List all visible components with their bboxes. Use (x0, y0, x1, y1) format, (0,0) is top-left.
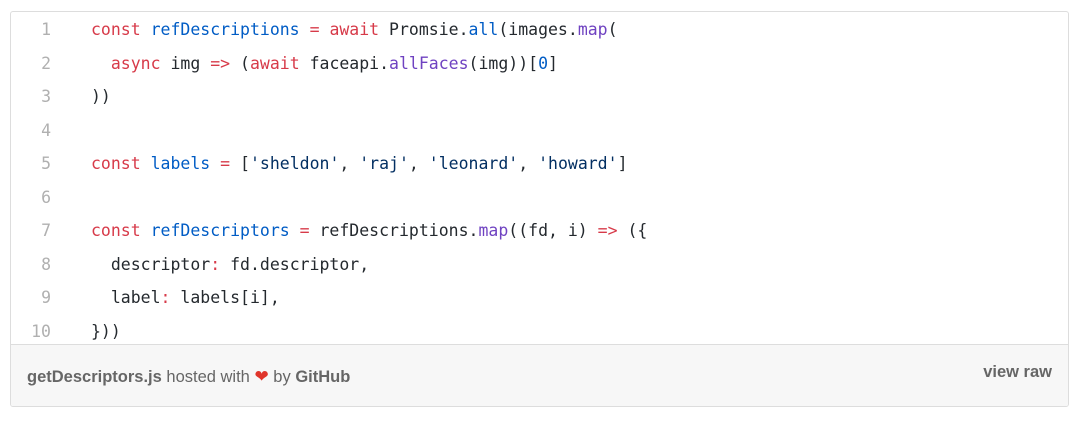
line-number: 9 (41, 288, 51, 308)
code-text: const refDescriptions = await Promsie.al… (91, 20, 618, 40)
gist-embed: 1 const refDescriptions = await Promsie.a… (10, 11, 1069, 407)
line-number: 5 (41, 154, 51, 174)
code-line: 9 label: labels[i], (11, 281, 1068, 315)
line-number: 10 (31, 321, 51, 341)
line-number: 7 (41, 221, 51, 241)
heart-icon: ❤ (254, 367, 269, 386)
code-text: const labels = ['sheldon', 'raj', 'leona… (91, 154, 628, 174)
code-text: async img => (await faceapi.allFaces(img… (110, 53, 558, 73)
code-text: const refDescriptors = refDescriptions.m… (91, 221, 648, 241)
code-line: 5 const labels = ['sheldon', 'raj', 'leon… (11, 147, 1068, 181)
gist-meta: getDescriptors.js hosted with ❤ by GitHu… (27, 367, 350, 387)
code-line: 7 const refDescriptors = refDescriptions.… (11, 214, 1068, 248)
code-text: label: labels[i], (91, 288, 280, 308)
code-text: })) (91, 321, 121, 341)
line-number: 6 (41, 187, 51, 207)
code-line: 1 const refDescriptions = await Promsie.a… (11, 13, 1068, 47)
gist-footer: getDescriptors.js hosted with ❤ by GitHu… (11, 344, 1068, 406)
code-text: descriptor: fd.descriptor, (91, 254, 370, 274)
by-text: by (273, 368, 291, 386)
code-line: 3)) (11, 80, 1068, 114)
code-line: 8 descriptor: fd.descriptor, (11, 248, 1068, 282)
line-number: 4 (41, 120, 51, 140)
view-raw-link[interactable]: view raw (983, 363, 1052, 381)
github-link[interactable]: GitHub (295, 368, 351, 386)
line-number: 8 (41, 254, 51, 274)
code-line: 6 (11, 181, 1068, 215)
code-line: 10})) (11, 315, 1068, 349)
code-line: 2 async img => (await faceapi.allFaces(i… (11, 47, 1068, 81)
code-text: )) (91, 87, 111, 107)
hosted-with-text: hosted with (166, 368, 250, 386)
code-block: 1 const refDescriptions = await Promsie.a… (11, 12, 1068, 348)
line-number: 2 (41, 53, 51, 73)
code-line: 4 (11, 114, 1068, 148)
filename-link[interactable]: getDescriptors.js (27, 368, 162, 386)
line-number: 1 (41, 20, 51, 40)
line-number: 3 (41, 87, 51, 107)
